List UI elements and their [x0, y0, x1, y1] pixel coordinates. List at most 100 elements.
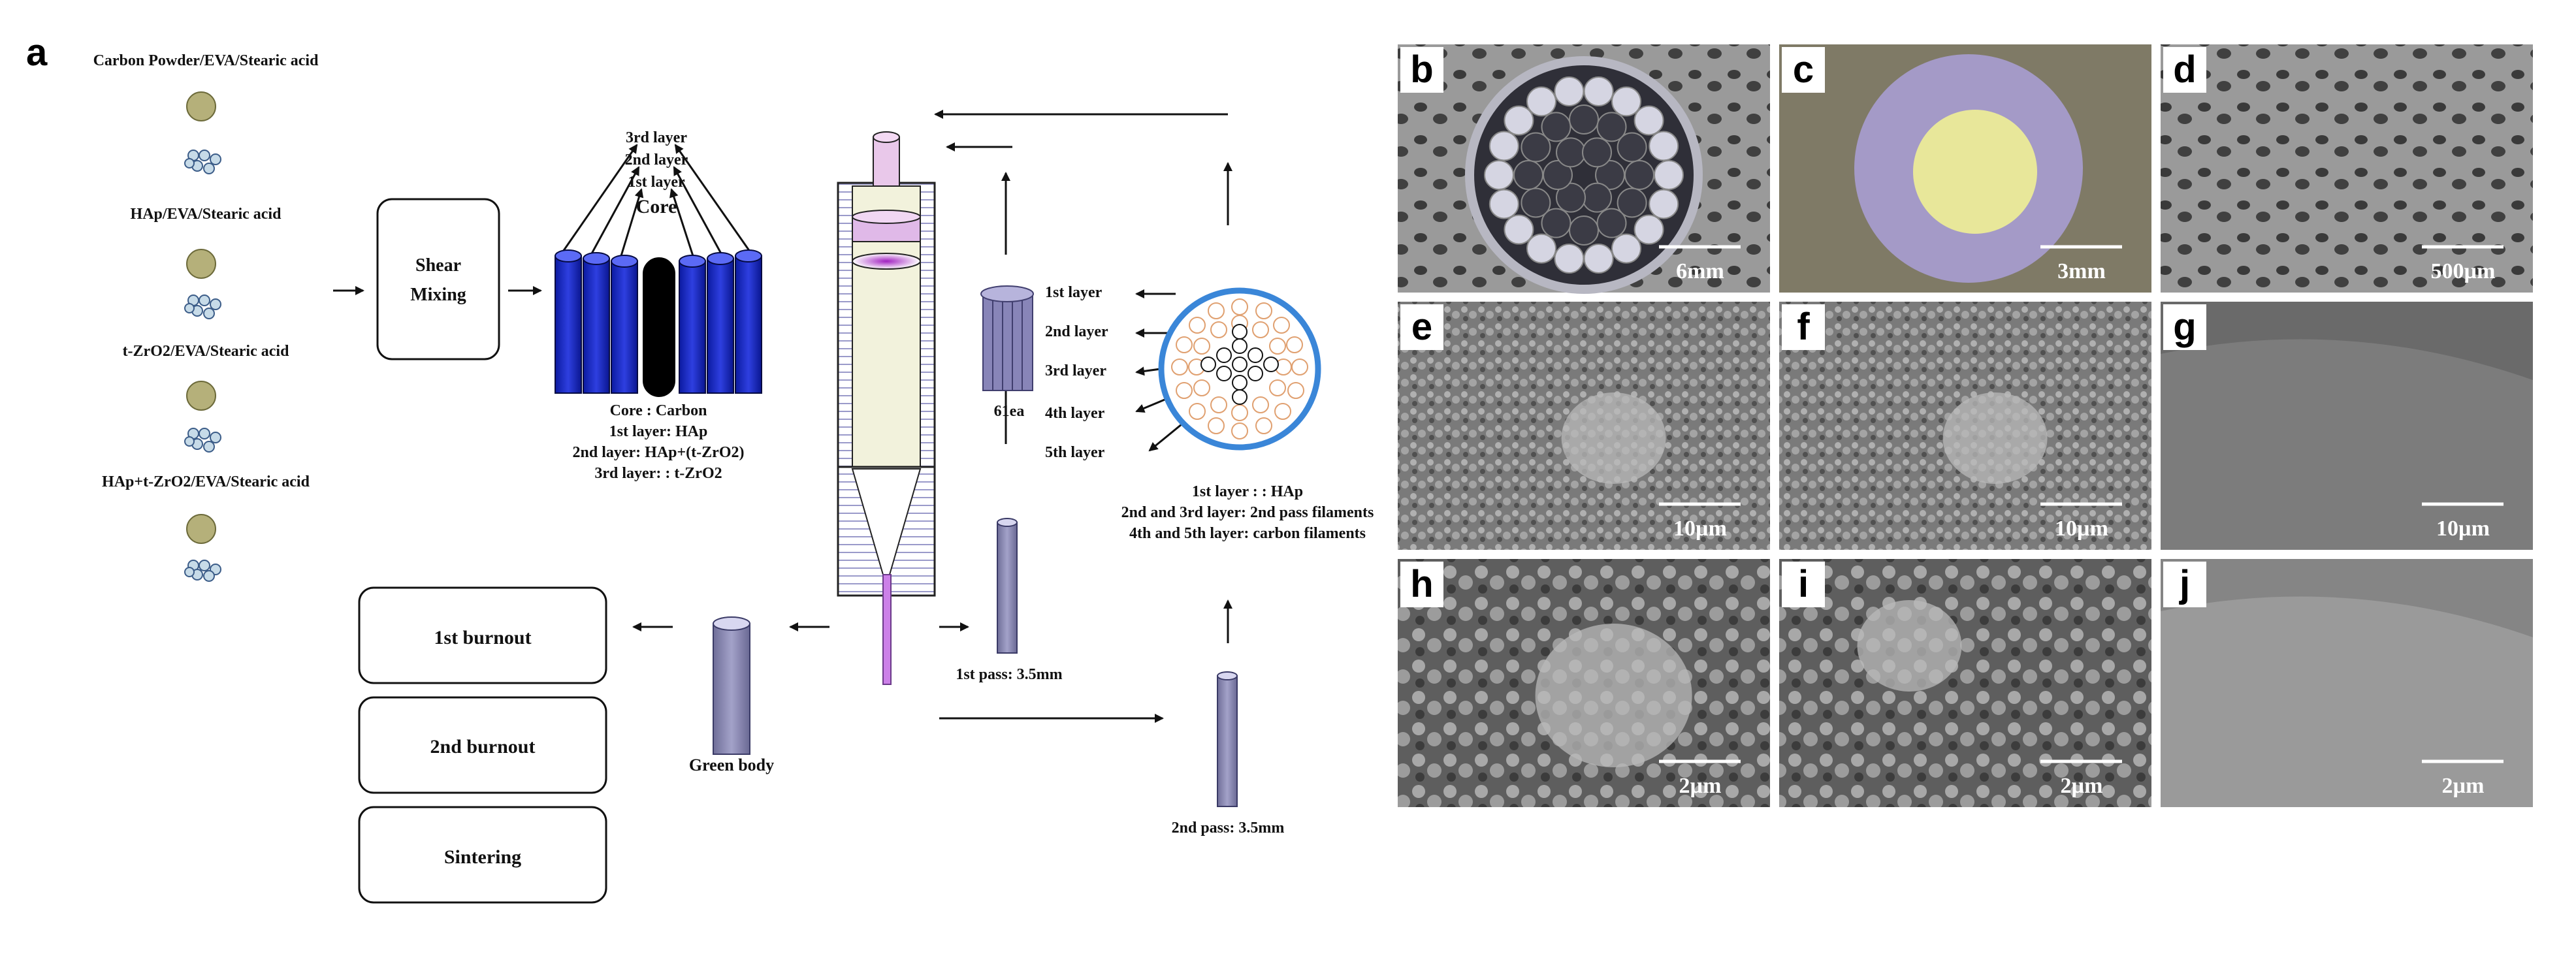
fiber-strand — [1543, 160, 1573, 190]
fiber-strand — [1554, 244, 1585, 274]
first-pass-rod-icon — [997, 518, 1018, 654]
panel-letter-d: d — [2173, 48, 2196, 91]
core-desc-2: 2nd layer: HAp+(t-ZrO2) — [573, 444, 745, 461]
cs-desc-1: 2nd and 3rd layer: 2nd pass filaments — [1121, 504, 1374, 521]
layered-cylinders — [555, 249, 762, 397]
scale-bar-label: 3mm — [2057, 259, 2106, 283]
fiber-strand — [1569, 215, 1599, 246]
cell-sheet — [2161, 339, 2533, 550]
panel-letter-g: g — [2173, 306, 2196, 348]
cs-layer-4: 4th layer — [1045, 405, 1105, 422]
panel-letter-box — [1782, 562, 1825, 607]
shear-mixing-label-1: Shear — [415, 255, 461, 276]
cross-section-labels: 1st layer 2nd layer 3rd layer 4th layer … — [1045, 284, 1108, 461]
second-pass-rod-icon — [1217, 671, 1238, 807]
cell-body — [1942, 392, 2048, 484]
burnout-2-label: 2nd burnout — [430, 736, 536, 757]
layer-label-1st: 1st layer — [628, 174, 685, 191]
cs-desc-0: 1st layer : : HAp — [1192, 483, 1303, 500]
cell-sheet — [2161, 596, 2533, 807]
green-body-icon — [713, 616, 750, 755]
layer-arrows — [562, 144, 751, 259]
fiber-strand — [1521, 132, 1551, 163]
burnout-1-label: 1st burnout — [434, 627, 531, 648]
panel-letter-box — [1782, 304, 1825, 350]
fiber-strand — [1526, 86, 1556, 117]
fiber-strand — [1504, 105, 1534, 136]
filament-bundle-icon — [980, 285, 1034, 391]
powder-blob-icon — [186, 249, 216, 279]
layer-label-2nd: 2nd layer — [625, 151, 688, 168]
core-desc-0: Core : Carbon — [610, 402, 707, 419]
fiber-strand — [1617, 132, 1647, 163]
scale-bar-label: 10µm — [2055, 517, 2108, 541]
fiber-strand — [1583, 76, 1614, 106]
cs-layer-1: 1st layer — [1045, 284, 1103, 301]
panel-letter-box — [2163, 562, 2206, 607]
panel-letter-i: i — [1798, 563, 1809, 605]
panel-letter-b: b — [1410, 48, 1433, 91]
fiber-strand — [1521, 187, 1551, 218]
extruder-icon — [837, 131, 936, 685]
fiber-strand — [1489, 189, 1519, 219]
panel-letter-box — [2163, 47, 2206, 93]
fiber-strand — [1484, 160, 1514, 190]
panel-letter-box — [1400, 304, 1443, 350]
powder-blob-icon — [186, 381, 216, 411]
granule-cluster-icon — [184, 150, 221, 174]
fiber-strand — [1556, 182, 1586, 213]
material-label-3: t-ZrO2/EVA/Stearic acid — [123, 343, 290, 360]
micrograph-panel-f: f 10µm — [1779, 302, 2151, 550]
panel-letter-box — [1400, 562, 1443, 607]
fiber-strand — [1504, 214, 1534, 245]
fiber-strand — [1541, 208, 1571, 238]
fiber-strand — [1624, 160, 1654, 190]
fiber-strand — [1526, 233, 1556, 264]
granule-cluster-icon — [184, 295, 221, 319]
material-label-4: HAp+t-ZrO2/EVA/Stearic acid — [102, 473, 310, 490]
fiber-strand — [1569, 104, 1599, 135]
cell-body — [1561, 392, 1666, 484]
ring-hole — [1913, 110, 2037, 234]
fiber-strand — [1617, 187, 1647, 218]
shear-mixing-label-2: Mixing — [410, 285, 466, 305]
fiber-strand — [1554, 76, 1585, 106]
material-label-2: HAp/EVA/Stearic acid — [131, 206, 282, 223]
cell-body — [1535, 624, 1692, 767]
shear-mixing-box — [376, 198, 500, 360]
panel-letter-box — [2163, 304, 2206, 350]
fiber-strand — [1654, 160, 1684, 190]
panel-letter-j: j — [2179, 563, 2190, 605]
panel-letter-h: h — [1410, 563, 1433, 605]
scale-bar-label: 2µm — [1679, 774, 1722, 798]
green-body-label: Green body — [689, 756, 774, 774]
granule-cluster-icon — [184, 560, 221, 582]
layer-label-3rd: 3rd layer — [626, 129, 687, 146]
sintering-label: Sintering — [444, 846, 521, 868]
sintering-box — [358, 806, 607, 904]
cross-section-icon — [1158, 287, 1321, 451]
second-pass-label: 2nd pass: 3.5mm — [1172, 820, 1285, 836]
panel-letter-e: e — [1411, 306, 1432, 348]
cs-layer-3: 3rd layer — [1045, 362, 1106, 379]
micrograph-panel-h: h 2µm — [1398, 559, 1770, 807]
scale-bar-label: 10µm — [1673, 517, 1727, 541]
scale-bar-label: 6mm — [1676, 259, 1724, 283]
core-desc-3: 3rd layer: : t-ZrO2 — [594, 465, 722, 482]
fiber-strand — [1596, 112, 1627, 142]
panel-letter-f: f — [1797, 306, 1810, 348]
fiber-strand — [1513, 160, 1543, 190]
material-label-1: Carbon Powder/EVA/Stearic acid — [93, 52, 319, 69]
figure-label-a: a — [26, 31, 48, 74]
fiber-strand — [1583, 244, 1614, 274]
material-column: Carbon Powder/EVA/Stearic acid HAp/EVA/S… — [93, 52, 319, 582]
burnout-1-box — [358, 586, 607, 684]
micrograph-panel-e: e 10µm — [1398, 302, 1770, 550]
first-pass-label: 1st pass: 3.5mm — [956, 666, 1062, 683]
fiber-strand — [1649, 189, 1679, 219]
photo-grid: b6mmc3mmd500µme10µmf10µmg10µmh2µmi2µmj2µ… — [1398, 44, 2533, 807]
